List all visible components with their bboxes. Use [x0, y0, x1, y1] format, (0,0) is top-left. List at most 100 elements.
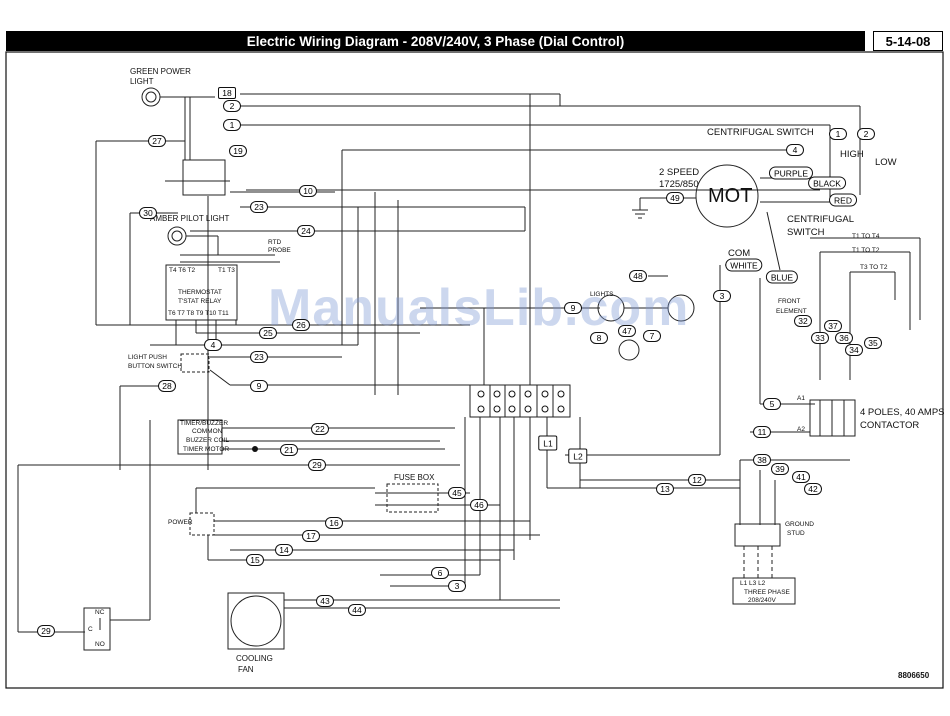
wire-number-label: 1 [829, 128, 847, 140]
wire-number-label: 48 [629, 270, 647, 282]
light-push-label: LIGHT PUSH [128, 354, 167, 361]
wire-number-label: 9 [564, 302, 582, 314]
rtd-probe-label-2: PROBE [268, 247, 291, 254]
no-label: NO [95, 641, 105, 648]
wire-number-label: 24 [297, 225, 315, 237]
three-phase-label: THREE PHASE [744, 589, 790, 596]
green-power-light-label-2: LIGHT [130, 77, 154, 86]
wire-number-label: 18 [218, 87, 236, 99]
wire-number-label: 49 [666, 192, 684, 204]
wire-number-label: 16 [325, 517, 343, 529]
thermostat-terminals-bottom: T6 T7 T8 T9 T10 T11 [168, 310, 229, 317]
amber-pilot-light-label: AMBER PILOT LIGHT [150, 214, 230, 223]
timer-buzzer-label: TIMER/BUZZER [180, 420, 229, 427]
three-phase-voltage-label: 208/240V [748, 597, 776, 604]
wire-number-label: 23 [250, 351, 268, 363]
thermostat-label: THERMOSTAT [178, 289, 222, 296]
contactor-label-2: CONTACTOR [860, 420, 920, 431]
wire-number-label: 32 [794, 315, 812, 327]
front-element-label: FRONT [778, 298, 801, 305]
wire-number-label: 26 [292, 319, 310, 331]
ground-stud-label-2: STUD [787, 530, 805, 537]
wire-number-label: 2 [223, 100, 241, 112]
three-phase-terminals: L1 L3 L2 [740, 580, 766, 587]
white-wire-label: WHITE [725, 258, 763, 272]
motor-rpm-label: 1725/850 [659, 179, 699, 190]
cooling-fan-label: COOLING [236, 654, 273, 663]
a1-label: A1 [797, 395, 805, 402]
wire-number-label: 19 [229, 145, 247, 157]
l1-terminal-label: L1 [538, 435, 558, 451]
wire-number-label: 46 [470, 499, 488, 511]
two-speed-label: 2 SPEED [659, 167, 700, 178]
lights-label: LIGHTS [590, 291, 614, 298]
wire-number-label: 1 [223, 119, 241, 131]
wire-number-label: 43 [316, 595, 334, 607]
wire-number-label: 3 [448, 580, 466, 592]
thermostat-relay-label: T'STAT RELAY [178, 298, 222, 305]
wire-number-label: 34 [845, 344, 863, 356]
contactor-label: 4 POLES, 40 AMPS [860, 407, 945, 418]
wire-number-label: 14 [275, 544, 293, 556]
purple-wire-label: PURPLE [768, 166, 814, 180]
black-wire-label: BLACK [808, 176, 846, 190]
wire-number-label: 29 [37, 625, 55, 637]
cooling-fan-label-2: FAN [238, 665, 254, 674]
wire-number-label: 44 [348, 604, 366, 616]
wire-number-label: 36 [835, 332, 853, 344]
low-label: LOW [875, 157, 897, 168]
doc-number: 8806650 [898, 671, 930, 680]
wire-number-label: 10 [299, 185, 317, 197]
thermostat-terminals-top: T4 T6 T2 [169, 267, 196, 274]
nc-label: NC [95, 609, 105, 616]
com-label: COM [728, 248, 751, 259]
wire-number-label: 7 [643, 330, 661, 342]
wire-number-label: 12 [688, 474, 706, 486]
high-label: HIGH [840, 149, 864, 160]
diagram-title: Electric Wiring Diagram - 208V/240V, 3 P… [6, 31, 865, 51]
centrifugal-switch-label-2: SWITCH [787, 227, 825, 238]
wire-number-label: 37 [824, 320, 842, 332]
fuse-box-label: FUSE BOX [394, 473, 435, 482]
wire-number-label: 2 [857, 128, 875, 140]
l2-terminal-label: L2 [568, 448, 588, 464]
wire-number-label: 28 [158, 380, 176, 392]
front-element-label-2: ELEMENT [776, 308, 807, 315]
wire-number-label: 22 [311, 423, 329, 435]
wire-number-label: 5 [763, 398, 781, 410]
power-switch-label: POWER [168, 519, 193, 526]
ground-stud-label: GROUND [785, 521, 814, 528]
red-wire-label: RED [829, 193, 857, 207]
t1-t4-label: T1 TO T4 [852, 233, 880, 240]
timer-motor-label: TIMER MOTOR [183, 446, 230, 453]
green-power-light-label: GREEN POWER [130, 67, 191, 76]
wire-number-label: 9 [250, 380, 268, 392]
wire-number-label: 8 [590, 332, 608, 344]
wire-number-label: 21 [280, 444, 298, 456]
wire-number-label: 30 [139, 207, 157, 219]
wire-number-label: 11 [753, 426, 771, 438]
wire-number-label: 41 [792, 471, 810, 483]
blue-wire-label: BLUE [765, 270, 799, 284]
wire-number-label: 15 [246, 554, 264, 566]
centrifugal-switch-top-label: CENTRIFUGAL SWITCH [707, 127, 814, 138]
wire-number-label: 25 [259, 327, 277, 339]
wire-number-label: 4 [786, 144, 804, 156]
thermostat-terminals-top-right: T1 T3 [218, 267, 235, 274]
timer-buzzer-coil-label: BUZZER COIL [186, 437, 229, 444]
wire-number-label: 47 [618, 325, 636, 337]
t3-t2-label: T3 TO T2 [860, 264, 888, 271]
rtd-probe-label: RTD [268, 239, 282, 246]
revision-date: 5-14-08 [873, 31, 943, 51]
c-label: C [88, 626, 93, 633]
wire-number-label: 6 [431, 567, 449, 579]
wire-number-label: 35 [864, 337, 882, 349]
wire-number-label: 17 [302, 530, 320, 542]
wire-number-label: 3 [713, 290, 731, 302]
wire-number-label: 4 [204, 339, 222, 351]
light-push-label-2: BUTTON SWITCH [128, 363, 183, 370]
wire-number-label: 42 [804, 483, 822, 495]
wire-number-label: 33 [811, 332, 829, 344]
a2-label: A2 [797, 426, 805, 433]
